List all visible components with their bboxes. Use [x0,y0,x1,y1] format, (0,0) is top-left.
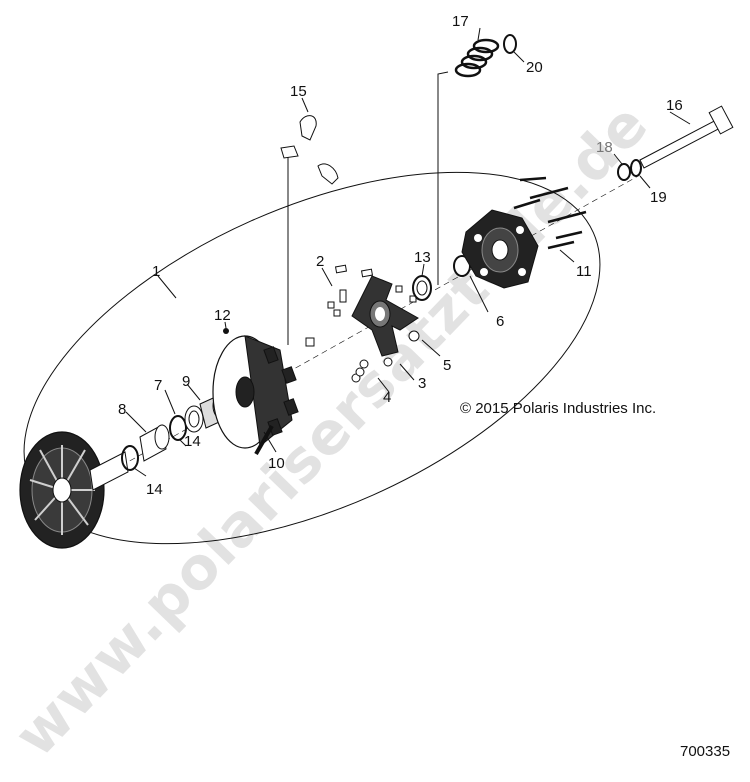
callout-2: 2 [316,253,324,270]
bolts-11 [513,176,587,250]
callout-14-upper: 14 [184,433,201,450]
roller-5 [408,330,420,342]
cam-weights-15 [280,115,339,185]
cover-plate [461,209,539,289]
callout-8: 8 [118,401,126,418]
callout-13: 13 [414,249,431,266]
callout-10: 10 [268,455,285,472]
callout-leaders [125,27,691,477]
callout-3: 3 [418,375,426,392]
washer-14-upper [169,415,187,441]
figure-number: 700335 [680,743,730,760]
leader-17-axis [437,71,449,285]
callout-6: 6 [496,313,504,330]
copyright-notice: © 2015 Polaris Industries Inc. [460,400,656,417]
bolt-16 [639,105,734,169]
spring-17 [454,38,500,78]
callout-5: 5 [443,357,451,374]
callout-7: 7 [154,377,162,394]
callout-12: 12 [214,307,231,324]
washer-14-lower [121,445,139,471]
roller-3b [383,357,393,367]
callout-19: 19 [650,189,667,206]
callout-16: 16 [666,97,683,114]
washer-20 [503,34,517,54]
callout-18: 18 [596,139,613,156]
rollers-2 [305,264,417,347]
callout-14-lower: 14 [146,481,163,498]
callout-9: 9 [182,373,190,390]
nut-18 [617,163,631,181]
screw-12 [223,328,229,334]
callout-4: 4 [383,389,391,406]
washer-19 [630,159,642,177]
pin-10 [254,425,274,455]
spider-3 [351,275,419,357]
callout-17: 17 [452,13,469,30]
callout-20: 20 [526,59,543,76]
callout-15: 15 [290,83,307,100]
bushing-13 [412,275,432,301]
callout-11: 11 [576,263,592,280]
rollers-4 [351,359,369,383]
fixed-sheave [19,431,129,549]
leader-15-axis [287,149,293,345]
callout-1: 1 [152,263,160,280]
bushing-7 [184,405,204,433]
moveable-sheave [212,335,299,449]
bushing-8 [139,424,170,462]
